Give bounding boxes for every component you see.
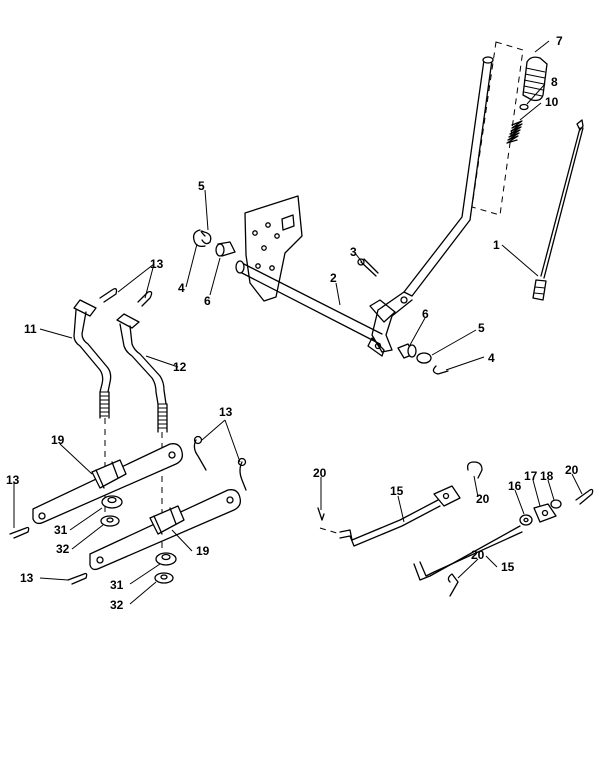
callout-20-d: 20 (471, 548, 485, 562)
nut-16 (519, 514, 533, 526)
washer-upper-32 (100, 515, 120, 527)
pin-18 (550, 499, 562, 509)
callout-13-right: 13 (219, 405, 233, 419)
cotter-pin-upper (357, 258, 379, 277)
callout-20-b: 20 (476, 492, 490, 506)
bushing-left (215, 241, 236, 257)
hairpin-rod-b (466, 461, 483, 479)
callout-3: 3 (350, 245, 357, 259)
callout-19-upper: 19 (51, 433, 65, 447)
spacer-upper-31 (101, 495, 123, 509)
callout-18: 18 (540, 469, 554, 483)
lift-link-left (73, 299, 112, 419)
callout-8: 8 (551, 75, 558, 89)
lift-lever (367, 56, 494, 357)
callout-5-left: 5 (198, 179, 205, 193)
handle-spring (506, 120, 523, 144)
callout-16: 16 (508, 479, 522, 493)
drive-rod-upper-clevis (433, 485, 461, 507)
callout-12: 12 (173, 360, 187, 374)
callout-31-lower: 31 (110, 578, 124, 592)
callout-labels: 7 8 10 1 2 3 5 4 6 6 5 4 13 11 12 13 19 … (6, 34, 579, 612)
callout-19-lower: 19 (196, 544, 210, 558)
callout-32-upper: 32 (56, 542, 70, 556)
retainer-left (200, 230, 212, 245)
callout-32-lower: 32 (110, 598, 124, 612)
callout-6-right: 6 (422, 307, 429, 321)
callout-15-lower: 15 (501, 560, 515, 574)
lift-link-right (116, 313, 168, 433)
leader-lines (13, 40, 583, 605)
cotter-pin-arm-left (9, 526, 30, 539)
cotter-pin-link-b (137, 290, 153, 307)
callout-13-left: 13 (6, 473, 20, 487)
handle-washer (519, 103, 529, 111)
callout-11: 11 (24, 322, 37, 336)
mounting-bracket (244, 195, 303, 302)
lift-arm-upper (32, 443, 184, 525)
washer-lower-32 (154, 572, 174, 584)
cotter-pin-arm-right-a (193, 435, 207, 471)
callout-31-upper: 31 (54, 523, 68, 537)
callout-15-upper: 15 (390, 484, 404, 498)
callout-1: 1 (493, 238, 500, 252)
callout-20-c: 20 (565, 463, 579, 477)
lift-arm-lower (89, 489, 242, 571)
hairpin-right (432, 365, 449, 375)
callout-13-top: 13 (150, 257, 164, 271)
clevis-block-17 (533, 503, 557, 523)
drive-rod-lower (413, 525, 523, 581)
callout-10: 10 (545, 95, 559, 109)
callout-13-lower: 13 (20, 571, 34, 585)
bushing-right (397, 343, 417, 359)
callout-6-left: 6 (204, 294, 211, 308)
callout-17: 17 (524, 469, 538, 483)
drive-rod-upper (319, 499, 441, 547)
adjuster-rod (532, 119, 584, 301)
handle-extension-outline (471, 41, 524, 216)
callout-5-right: 5 (478, 321, 485, 335)
callout-2: 2 (330, 271, 337, 285)
spacer-lower-31 (155, 552, 177, 566)
cotter-pin-link-a (99, 288, 118, 303)
callout-4-right: 4 (488, 351, 495, 365)
cross-shaft (235, 260, 383, 345)
callout-7: 7 (556, 34, 563, 48)
cotter-pin-arm-lower (67, 572, 88, 585)
retainer-right (416, 352, 432, 364)
handle-grip (522, 56, 548, 102)
hairpin-left (192, 229, 206, 248)
hairpin-rod-c (447, 573, 459, 597)
callout-4-left: 4 (178, 281, 185, 295)
cotter-pin-arm-right-b (237, 457, 247, 491)
callout-20-a: 20 (313, 466, 327, 480)
hairpin-rod-a (317, 507, 325, 521)
hairpin-rod-d (575, 488, 594, 505)
